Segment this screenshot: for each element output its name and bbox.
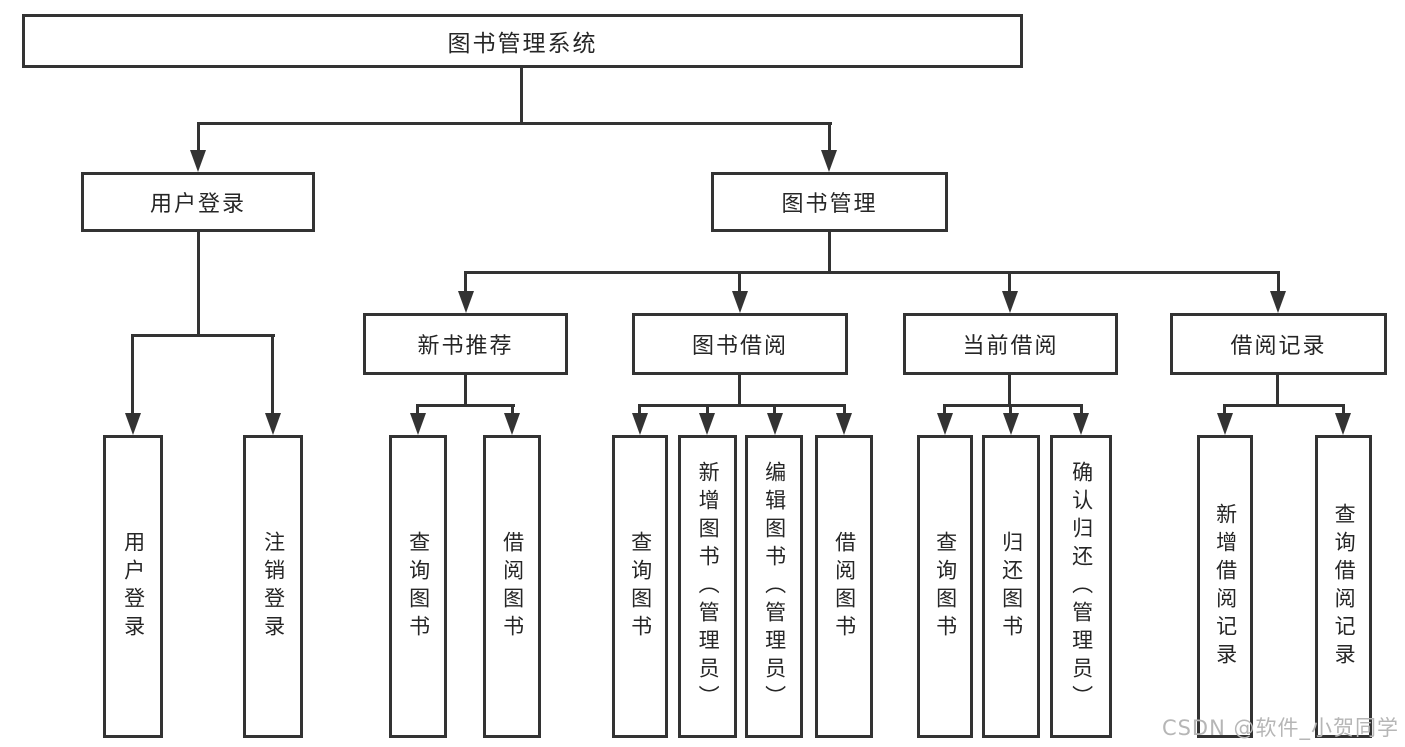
connector-arrowhead (410, 413, 426, 435)
connector-line (132, 334, 275, 337)
node-book-borrow: 图书借阅 (632, 313, 848, 375)
leaf-label: 查询图书 (933, 530, 958, 643)
connector-line (511, 404, 514, 418)
connector-arrowhead (1002, 291, 1018, 313)
connector-arrowhead (732, 291, 748, 313)
leaf-user-login: 用户登录 (103, 435, 163, 738)
connector-line (1008, 373, 1011, 406)
leaf-label: 查询图书 (406, 530, 431, 643)
leaf-label: 归还图书 (999, 530, 1024, 643)
leaf-query-books-borrow: 查询图书 (612, 435, 668, 738)
connector-line (843, 404, 846, 418)
connector-line (943, 404, 946, 418)
connector-line (520, 68, 523, 124)
connector-line (1008, 271, 1011, 295)
leaf-edit-book-admin: 编辑图书（管理员） (745, 435, 803, 738)
leaf-logout: 注销登录 (243, 435, 303, 738)
connector-arrowhead (1217, 413, 1233, 435)
connector-line (464, 271, 467, 295)
connector-line (738, 373, 741, 406)
connector-arrowhead (1003, 413, 1019, 435)
connector-arrowhead (1335, 413, 1351, 435)
node-borrow-records: 借阅记录 (1170, 313, 1387, 375)
node-current-borrow: 当前借阅 (903, 313, 1118, 375)
connector-line (197, 122, 832, 125)
connector-line (1080, 404, 1083, 418)
connector-line (131, 334, 134, 416)
connector-line (464, 373, 467, 406)
leaf-borrow-books-recommend: 借阅图书 (483, 435, 541, 738)
connector-line (1009, 404, 1012, 418)
connector-line (706, 404, 709, 418)
connector-arrowhead (1073, 413, 1089, 435)
leaf-label: 注销登录 (261, 530, 286, 643)
connector-line (464, 271, 1280, 274)
connector-line (943, 404, 1083, 407)
connector-arrowhead (265, 413, 281, 435)
connector-arrowhead (125, 413, 141, 435)
connector-line (638, 404, 641, 418)
connector-line (1342, 404, 1345, 418)
leaf-query-books-current: 查询图书 (917, 435, 973, 738)
connector-line (197, 122, 200, 154)
leaf-label: 查询借阅记录 (1332, 502, 1357, 671)
leaf-label: 借阅图书 (832, 530, 857, 643)
leaf-label: 编辑图书（管理员） (762, 460, 787, 713)
connector-line (197, 230, 200, 336)
connector-line (828, 122, 831, 154)
node-new-book-recommend: 新书推荐 (363, 313, 568, 375)
leaf-return-book: 归还图书 (982, 435, 1040, 738)
leaf-add-borrow-record: 新增借阅记录 (1197, 435, 1253, 738)
connector-arrowhead (632, 413, 648, 435)
watermark-csdn: CSDN @软件_小贺同学 (1161, 716, 1399, 740)
connector-line (773, 404, 776, 418)
node-user-login: 用户登录 (81, 172, 315, 232)
leaf-confirm-return-admin: 确认归还（管理员） (1050, 435, 1112, 738)
connector-line (1223, 404, 1345, 407)
leaf-label: 确认归还（管理员） (1069, 460, 1094, 713)
connector-arrowhead (1270, 291, 1286, 313)
connector-arrowhead (458, 291, 474, 313)
connector-line (416, 404, 419, 418)
connector-line (1223, 404, 1226, 418)
connector-arrowhead (699, 413, 715, 435)
leaf-label: 查询图书 (628, 530, 653, 643)
leaf-label: 新增借阅记录 (1213, 502, 1238, 671)
connector-arrowhead (836, 413, 852, 435)
connector-arrowhead (937, 413, 953, 435)
connector-line (416, 404, 515, 407)
connector-arrowhead (767, 413, 783, 435)
connector-line (828, 230, 831, 273)
leaf-label: 借阅图书 (500, 530, 525, 643)
connector-line (1277, 271, 1280, 295)
connector-arrowhead (504, 413, 520, 435)
leaf-query-books-recommend: 查询图书 (389, 435, 447, 738)
connector-line (738, 271, 741, 295)
leaf-borrow-books: 借阅图书 (815, 435, 873, 738)
connector-arrowhead (821, 150, 837, 172)
leaf-label: 新增图书（管理员） (696, 460, 721, 713)
node-root: 图书管理系统 (22, 14, 1023, 68)
leaf-label: 用户登录 (121, 530, 146, 643)
leaf-query-borrow-record: 查询借阅记录 (1315, 435, 1372, 738)
connector-line (1276, 373, 1279, 406)
connector-arrowhead (190, 150, 206, 172)
node-book-management: 图书管理 (711, 172, 948, 232)
connector-line (638, 404, 846, 407)
leaf-add-book-admin: 新增图书（管理员） (678, 435, 737, 738)
connector-line (271, 334, 274, 416)
